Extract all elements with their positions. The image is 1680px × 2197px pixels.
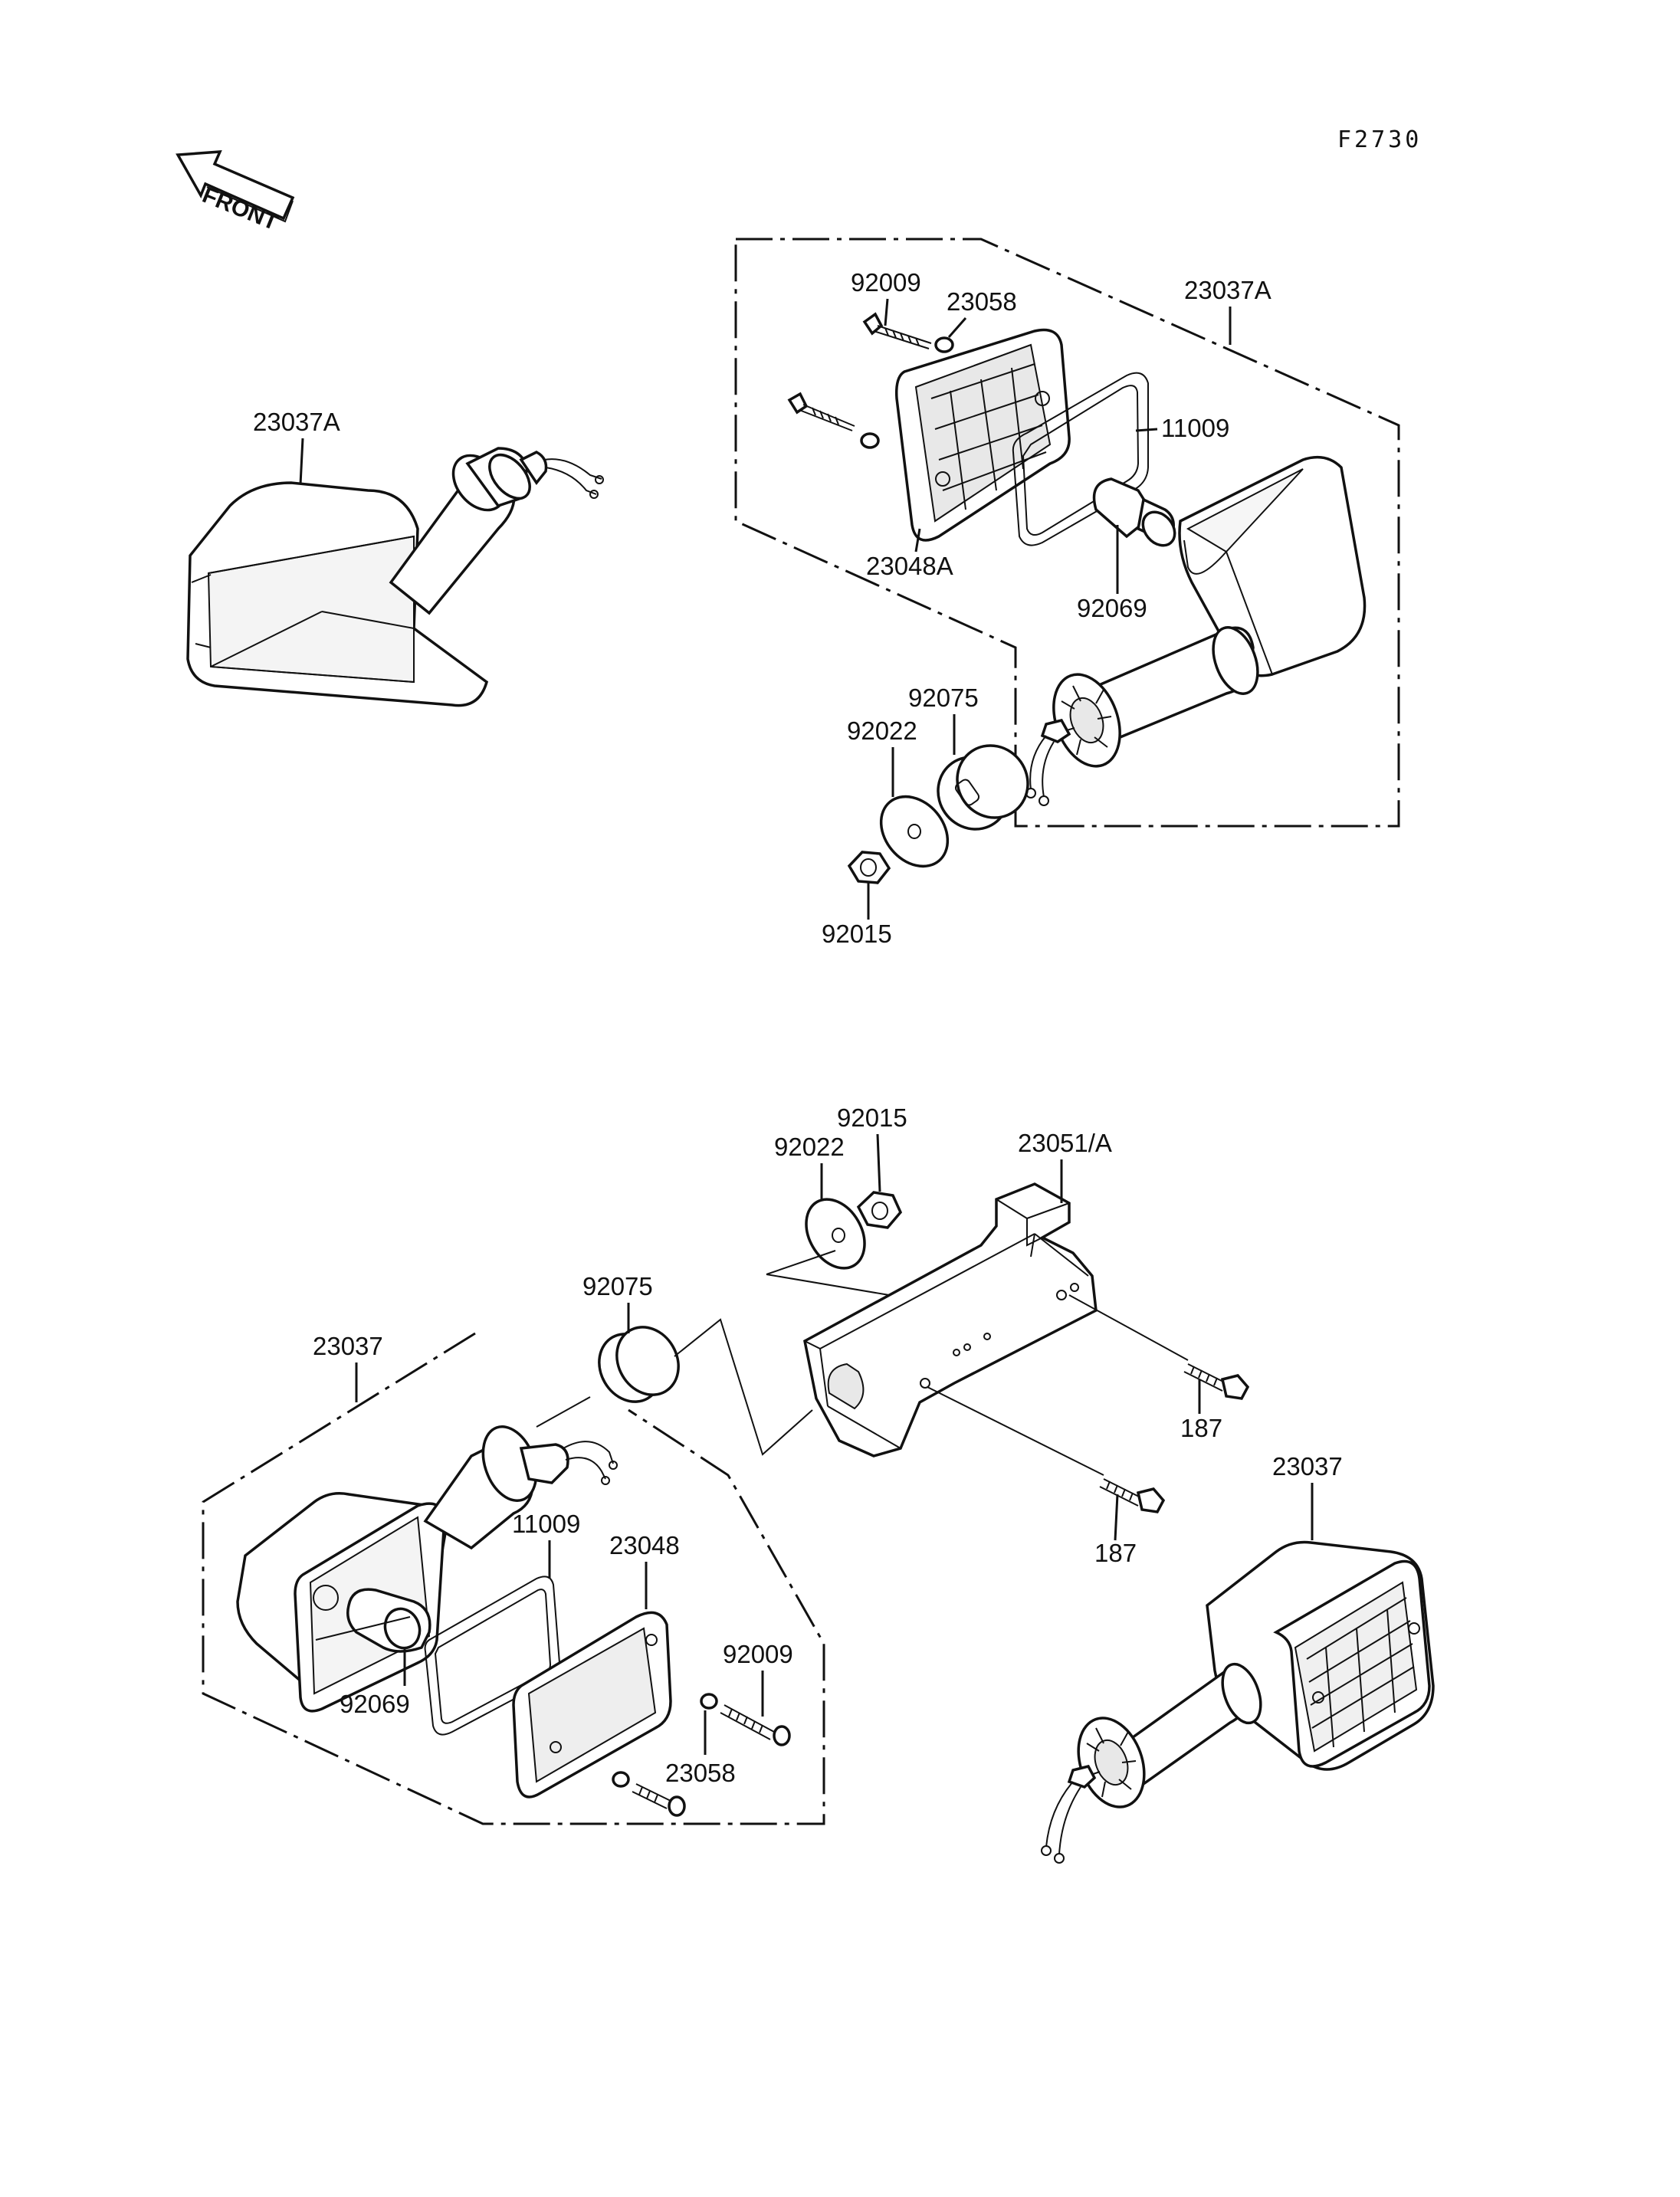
- label-bot-right-lamp: 23037: [1272, 1452, 1343, 1481]
- turn-signal-lamp-top-left: 23037A: [186, 408, 604, 707]
- washer-23058-top: [934, 336, 954, 353]
- turn-signal-lamp-bottom-right: [1041, 1540, 1435, 1864]
- nut-92015-bottom: [856, 1191, 903, 1229]
- label-bot-screw: 92009: [723, 1640, 793, 1668]
- label-top-grommet: 92075: [908, 684, 979, 712]
- label-bot-washer: 23058: [665, 1759, 736, 1787]
- label-top-gasket: 11009: [1161, 414, 1229, 442]
- bolt-187-lower: [1099, 1478, 1166, 1513]
- nut-92015-top: [847, 851, 891, 884]
- washer-23058-bottom: [612, 1771, 686, 1817]
- front-arrow-icon: FRONT: [176, 150, 295, 235]
- bolt-top-lower: [787, 392, 880, 449]
- label-top-plate: 92022: [847, 716, 917, 745]
- bracket-assembly-bottom: 92015 92022 23051/A 92075 23037 187 187 …: [202, 1103, 1435, 1864]
- label-top-bulb: 92069: [1077, 594, 1147, 622]
- bolt-92009-top: [862, 312, 932, 349]
- screw-92009-bottom: [700, 1693, 791, 1746]
- plate-92022-top: [879, 795, 950, 868]
- label-top-lens: 23048A: [866, 552, 953, 580]
- label-top-washer: 23058: [947, 287, 1017, 316]
- grommet-92075-bottom: [598, 1326, 680, 1403]
- bracket-23051A: [803, 1182, 1098, 1458]
- label-bot-bolt-lower: 187: [1094, 1539, 1137, 1567]
- exploded-assembly-top-right: 92009 23058 23037A 11009 23048A 92069 92…: [734, 238, 1400, 948]
- label-top-left-lamp: 23037A: [253, 408, 340, 436]
- grommet-92075-top: [937, 744, 1029, 831]
- bolt-187-right: [1183, 1363, 1250, 1400]
- label-bot-plate: 92022: [774, 1133, 845, 1161]
- label-top-nut: 92015: [822, 920, 892, 948]
- label-bot-lens: 23048: [609, 1531, 680, 1559]
- turn-signal-lamp-bottom-left: [236, 1425, 618, 1713]
- bulb-92069-top: [1092, 477, 1176, 547]
- label-bot-bulb: 92069: [340, 1690, 410, 1718]
- figure-code: F2730: [1337, 126, 1422, 153]
- lens-23048A: [894, 328, 1071, 542]
- label-top-assembly: 23037A: [1184, 276, 1271, 304]
- turn-signal-lamp-top-right: [1025, 455, 1367, 806]
- label-bot-bracket: 23051/A: [1018, 1129, 1112, 1157]
- lens-23048: [512, 1611, 672, 1799]
- label-bot-bolt-right: 187: [1180, 1414, 1222, 1442]
- plate-92022-bottom: [805, 1198, 866, 1270]
- label-bot-grommet: 92075: [582, 1272, 653, 1300]
- label-bot-nut: 92015: [837, 1103, 907, 1132]
- label-top-bolt: 92009: [851, 268, 921, 297]
- label-bot-gasket: 11009: [512, 1510, 580, 1538]
- label-bot-assembly: 23037: [313, 1332, 383, 1360]
